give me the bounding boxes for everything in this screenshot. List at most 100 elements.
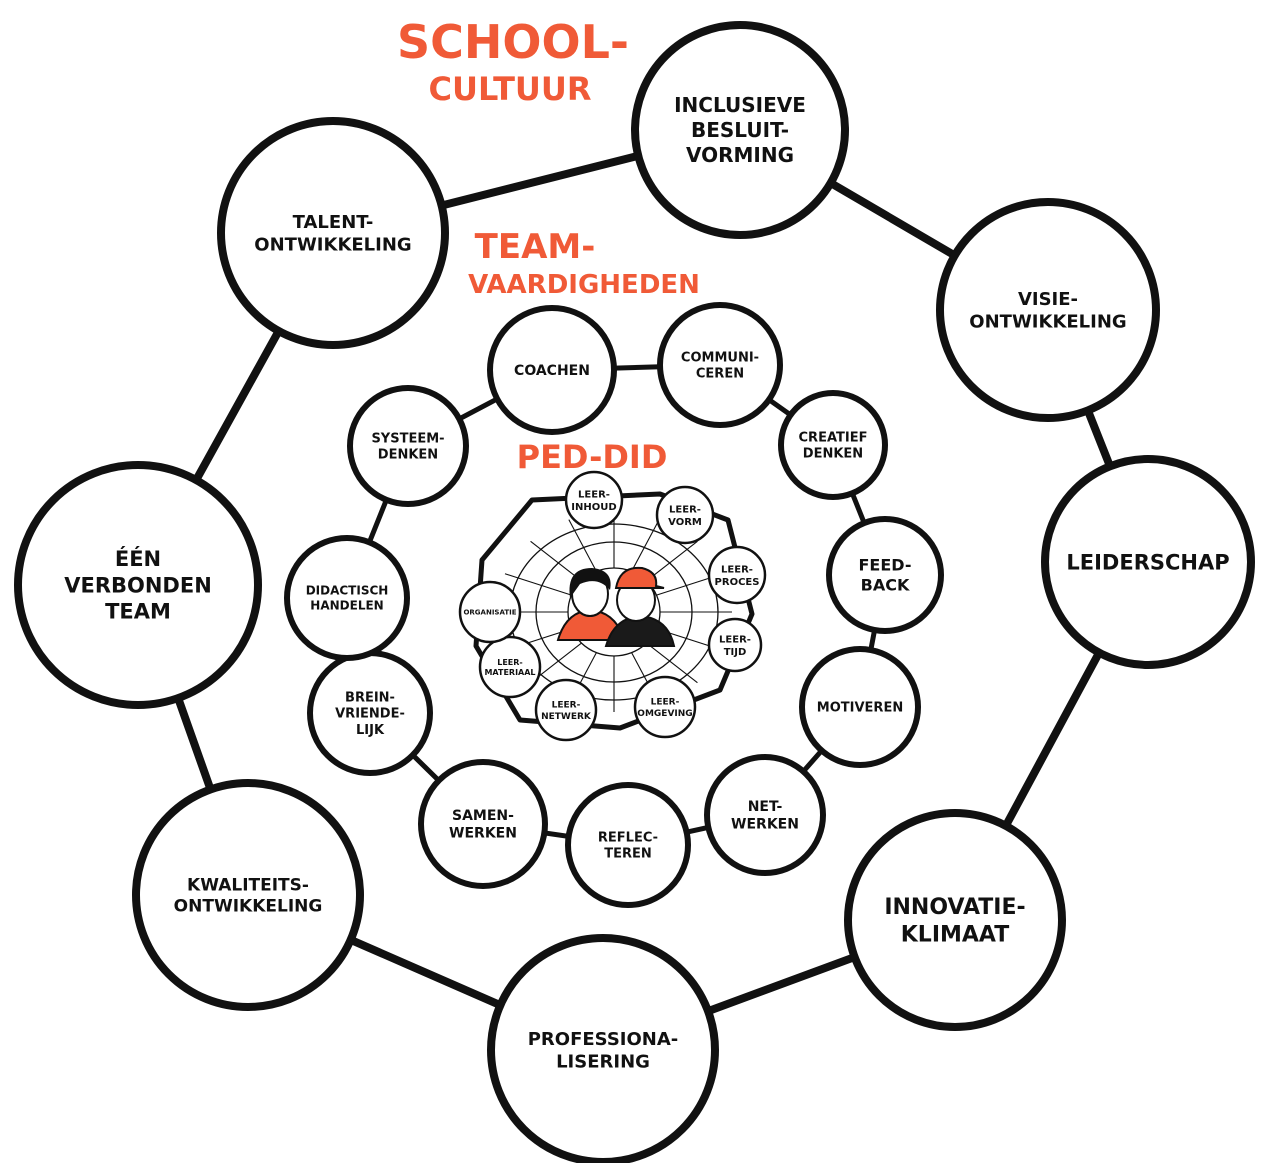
inner-node-leer-netwerk-label: LEER- xyxy=(552,701,581,711)
outer-node-leiderschap-circle xyxy=(1041,455,1255,669)
inner-node-leer-inhoud-label: LEER- xyxy=(578,489,610,500)
outer-node-kwaliteits-ontwikkeling-label: ONTWIKKELING xyxy=(174,897,323,917)
middle-node-samen-werken-circle xyxy=(418,759,548,889)
middle-node-net-werken-label: NET- xyxy=(748,799,783,815)
wheel-spoke xyxy=(568,519,597,572)
outer-node-visie-ontwikkeling-label: VISIE- xyxy=(1018,289,1078,310)
outer-node-inclusieve-besluit-vorming-label: VORMING xyxy=(686,143,794,167)
outer-node-professiona-lisering-label: PROFESSIONA- xyxy=(528,1029,679,1050)
middle-node-coachen: COACHEN xyxy=(487,305,617,435)
middle-node-systeem-denken-circle xyxy=(347,385,469,507)
inner-node-leer-materiaal: LEER-MATERIAAL xyxy=(478,635,542,699)
middle-node-motiveren: MOTIVEREN xyxy=(799,646,921,768)
people-illustration xyxy=(556,566,676,647)
outer-node-kwaliteits-ontwikkeling-label: KWALITEITS- xyxy=(187,875,309,895)
inner-node-leer-netwerk-label: NETWERK xyxy=(541,712,592,722)
outer-node-talent-ontwikkeling: TALENT-ONTWIKKELING xyxy=(217,117,449,349)
middle-node-feed-back: FEED-BACK xyxy=(826,516,944,634)
outer-node-een-verbonden-team-label: TEAM xyxy=(105,600,171,624)
inner-node-leer-tijd-label: TIJD xyxy=(724,647,747,658)
inner-node-leer-netwerk-circle xyxy=(534,678,598,742)
outer-node-innovatie-klimaat-label: INNOVATIE- xyxy=(884,895,1025,920)
middle-node-samen-werken-label: WERKEN xyxy=(449,826,517,842)
outer-node-leiderschap: LEIDERSCHAP xyxy=(1041,455,1255,669)
inner-node-leer-vorm-label: LEER- xyxy=(669,504,701,515)
middle-node-systeem-denken-label: SYSTEEM- xyxy=(371,431,444,446)
inner-node-leer-inhoud: LEER-INHOUD xyxy=(564,470,624,530)
middle-node-creatief-denken-label: DENKEN xyxy=(803,447,863,462)
person-left-hair xyxy=(569,568,611,598)
middle-node-creatief-denken-circle xyxy=(778,390,888,500)
heading-school-line2: CULTUUR xyxy=(429,70,592,108)
middle-node-motiveren-circle xyxy=(799,646,921,768)
inner-node-leer-omgeving-label: OMGEVING xyxy=(637,709,692,719)
inner-node-leer-omgeving: LEER-OMGEVING xyxy=(633,675,697,739)
middle-ring: COACHENCOMMUNI-CERENCREATIEFDENKENFEED-B… xyxy=(284,302,944,908)
outer-node-innovatie-klimaat-circle xyxy=(844,809,1066,1031)
middle-node-reflec-teren-label: TEREN xyxy=(604,847,652,862)
outer-node-kwaliteits-ontwikkeling-circle xyxy=(132,779,364,1011)
outer-node-een-verbonden-team-label: VERBONDEN xyxy=(64,573,212,597)
inner-node-leer-proces: LEER-PROCES xyxy=(707,545,767,605)
middle-node-brein-vriende-lijk-label: BREIN- xyxy=(345,690,395,705)
middle-node-creatief-denken: CREATIEF DENKEN xyxy=(778,390,888,500)
inner-node-leer-proces-circle xyxy=(707,545,767,605)
outer-node-talent-ontwikkeling-circle xyxy=(217,117,449,349)
middle-node-systeem-denken-label: DENKEN xyxy=(378,448,438,463)
wheel-spoke xyxy=(631,519,660,572)
outer-node-inclusieve-besluit-vorming-circle xyxy=(631,21,849,239)
middle-node-communi-ceren: COMMUNI-CEREN xyxy=(657,302,783,428)
heading-peddid: PED-DID xyxy=(517,438,668,476)
inner-node-leer-omgeving-label: LEER- xyxy=(651,698,680,708)
middle-node-net-werken-circle xyxy=(704,754,826,876)
middle-node-reflec-teren-label: REFLEC- xyxy=(598,830,658,845)
heading-school-line1: SCHOOL- xyxy=(397,15,629,69)
outer-node-innovatie-klimaat: INNOVATIE-KLIMAAT xyxy=(844,809,1066,1031)
middle-node-motiveren-label: MOTIVEREN xyxy=(817,701,903,716)
middle-node-systeem-denken: SYSTEEM- DENKEN xyxy=(347,385,469,507)
middle-node-net-werken: NET- WERKEN xyxy=(704,754,826,876)
inner-node-leer-vorm-circle xyxy=(655,485,715,545)
middle-node-feed-back-circle xyxy=(826,516,944,634)
outer-node-professiona-lisering-label: LISERING xyxy=(556,1052,650,1073)
middle-node-communi-ceren-circle xyxy=(657,302,783,428)
heading-schoolcultuur: SCHOOL- CULTUUR xyxy=(397,15,629,108)
outer-node-professiona-lisering: PROFESSIONA-LISERING xyxy=(487,934,719,1163)
outer-node-talent-ontwikkeling-label: TALENT- xyxy=(293,212,374,233)
inner-node-organisatie-circle xyxy=(458,580,522,644)
inner-node-organisatie: ORGANISATIE xyxy=(458,580,522,644)
inner-node-leer-vorm-label: VORM xyxy=(668,517,702,528)
middle-node-reflec-teren: REFLEC- TEREN xyxy=(565,782,691,908)
middle-node-brein-vriende-lijk-label: LIJK xyxy=(356,723,385,738)
middle-node-didactisch-handelen-circle xyxy=(284,535,410,661)
inner-node-leer-omgeving-circle xyxy=(633,675,697,739)
middle-node-net-werken-label: WERKEN xyxy=(731,817,799,833)
outer-node-visie-ontwikkeling: VISIE-ONTWIKKELING xyxy=(936,198,1160,422)
outer-node-professiona-lisering-circle xyxy=(487,934,719,1163)
outer-node-een-verbonden-team-circle xyxy=(14,461,262,709)
inner-node-leer-vorm: LEER- VORM xyxy=(655,485,715,545)
middle-node-feed-back-label: FEED- xyxy=(858,556,911,575)
inner-node-leer-proces-label: PROCES xyxy=(715,577,760,588)
middle-node-feed-back-label: BACK xyxy=(861,576,910,595)
outer-ring: INCLUSIEVEBESLUIT-VORMINGVISIE-ONTWIKKEL… xyxy=(14,21,1255,1163)
middle-node-didactisch-handelen-label: DIDACTISCH xyxy=(306,584,389,598)
inner-node-leer-tijd: LEER-TIJD xyxy=(707,617,763,673)
outer-node-talent-ontwikkeling-label: ONTWIKKELING xyxy=(254,235,411,256)
middle-node-brein-vriende-lijk-label: VRIENDE- xyxy=(335,707,405,722)
middle-node-communi-ceren-label: CEREN xyxy=(696,367,744,382)
outer-node-inclusieve-besluit-vorming-label: INCLUSIEVE xyxy=(674,93,806,117)
outer-node-een-verbonden-team-label: ÉÉN xyxy=(115,546,161,571)
middle-node-brein-vriende-lijk: BREIN- VRIENDE-LIJK xyxy=(307,650,433,776)
outer-node-visie-ontwikkeling-label: ONTWIKKELING xyxy=(969,312,1126,333)
outer-node-visie-ontwikkeling-circle xyxy=(936,198,1160,422)
inner-node-leer-netwerk: LEER-NETWERK xyxy=(534,678,598,742)
middle-node-reflec-teren-circle xyxy=(565,782,691,908)
middle-node-coachen-circle xyxy=(487,305,617,435)
middle-node-creatief-denken-label: CREATIEF xyxy=(799,430,868,445)
